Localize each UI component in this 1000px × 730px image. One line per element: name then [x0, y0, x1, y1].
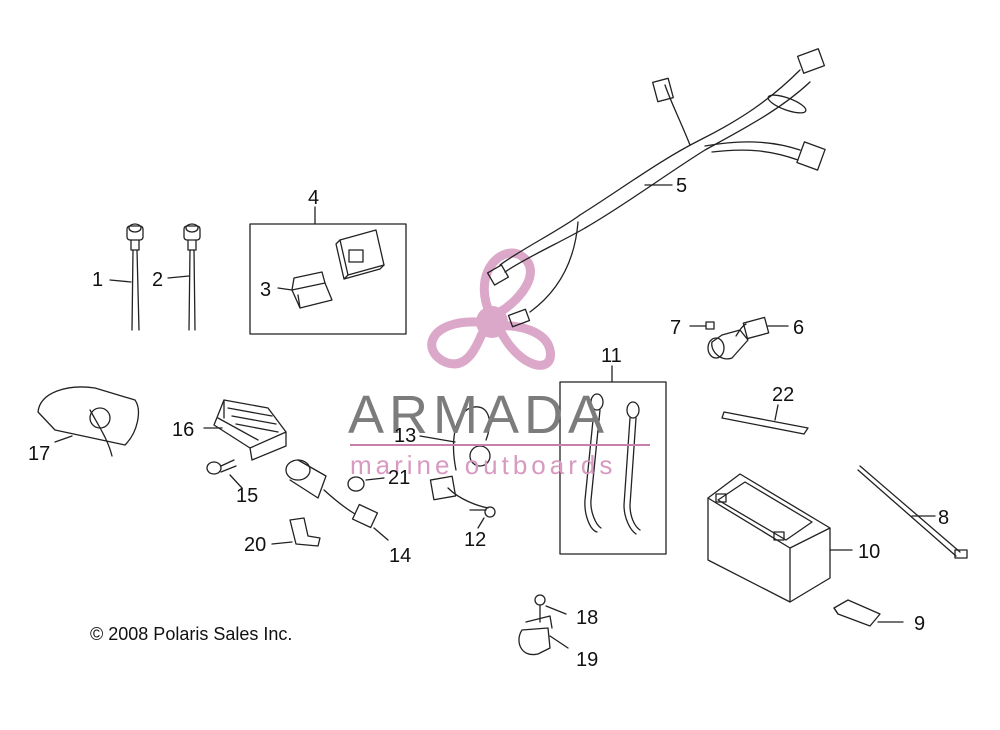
- callout-15: 15: [236, 485, 259, 507]
- leader-17: [54, 435, 73, 443]
- callout-8: 8: [938, 507, 950, 529]
- part-3-relay: [291, 271, 333, 309]
- part-11-cables: [584, 393, 641, 535]
- leader-22: [774, 404, 779, 421]
- part-1-switch: [126, 223, 144, 331]
- leader-13: [419, 435, 456, 443]
- callout-5: 5: [676, 175, 688, 197]
- leader-12: [477, 517, 485, 529]
- leader-20: [271, 541, 293, 545]
- part-16-regulator: [213, 399, 287, 461]
- leader-19: [549, 635, 569, 649]
- part-4-kit-box: [249, 223, 407, 335]
- part-7-clip: [705, 321, 715, 330]
- part-10-battery: [707, 473, 831, 603]
- callout-2: 2: [152, 269, 164, 291]
- callout-22: 22: [772, 384, 795, 406]
- leader-15: [229, 474, 243, 489]
- part-22-strap: [721, 411, 809, 435]
- part-9-pad: [833, 599, 881, 627]
- leader-3: [277, 287, 293, 291]
- part-13-coil: [429, 406, 491, 509]
- part-2-switch: [183, 223, 201, 331]
- callout-9: 9: [914, 613, 926, 635]
- callout-21: 21: [388, 467, 411, 489]
- leader-18: [545, 605, 567, 615]
- watermark-tagline: marine outboards: [350, 450, 617, 480]
- part-15-screw: [206, 459, 237, 475]
- part-20-bracket: [289, 517, 321, 547]
- callout-7: 7: [670, 317, 682, 339]
- part-21-o-ring: [347, 476, 365, 492]
- leader-21: [365, 477, 385, 481]
- callout-6: 6: [793, 317, 805, 339]
- leader-1: [109, 279, 132, 283]
- watermark-rule: [350, 444, 650, 446]
- callout-14: 14: [389, 545, 412, 567]
- part-6-solenoid: [707, 316, 770, 360]
- leader-14: [373, 527, 389, 541]
- callout-10: 10: [858, 541, 881, 563]
- callout-3: 3: [260, 279, 272, 301]
- callout-18: 18: [576, 607, 599, 629]
- part-14-ignition-switch: [285, 459, 379, 529]
- callout-1: 1: [92, 269, 104, 291]
- watermark-propeller: [427, 248, 555, 370]
- part-17-cover: [37, 386, 139, 457]
- callout-12: 12: [464, 529, 487, 551]
- part-19-clamp: [518, 615, 553, 656]
- part-11-kit-box: [559, 381, 667, 555]
- callout-19: 19: [576, 649, 599, 671]
- callout-4: 4: [308, 187, 320, 209]
- part-5-harness: [486, 48, 826, 328]
- callout-16: 16: [172, 419, 195, 441]
- callout-17: 17: [28, 443, 51, 465]
- copyright-text: © 2008 Polaris Sales Inc.: [90, 624, 293, 644]
- callout-11: 11: [601, 345, 622, 367]
- part-12-bolt: [469, 506, 496, 518]
- callout-20: 20: [244, 534, 267, 556]
- watermark-brand: ARMADA: [348, 385, 610, 445]
- part-4-module: [335, 229, 385, 280]
- leader-2: [167, 275, 190, 279]
- callout-13: 13: [394, 425, 417, 447]
- part-8-cable-tie: [857, 465, 968, 559]
